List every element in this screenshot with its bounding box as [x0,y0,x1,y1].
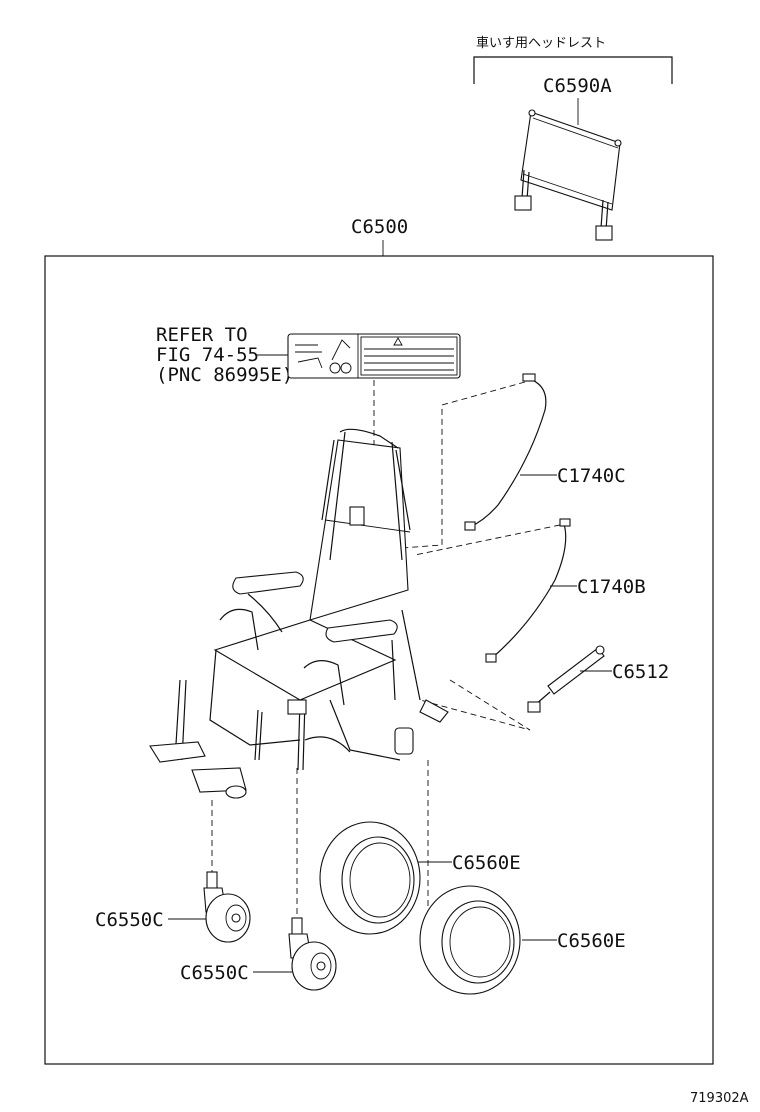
gas-spring-drawing [527,645,605,713]
cable-upper-drawing [469,377,547,528]
rear-wheel-2-drawing [419,885,521,995]
gas-spring-label[interactable]: C6512 [612,661,669,683]
reference-line-1: REFER TO [156,324,248,346]
headrest-drawing [514,109,622,241]
cable-lower-end-top [559,518,571,527]
wheelchair-frame-drawing [149,428,449,799]
rear-wheel-2-label[interactable]: C6560E [557,930,626,952]
cable-lower-end-bottom [485,653,497,663]
rear-wheel-1-label[interactable]: C6560E [452,852,521,874]
caster-2-label[interactable]: C6550C [180,962,249,984]
cable-lower-label[interactable]: C1740B [577,576,646,598]
figure-id: 719302A [690,1091,749,1106]
assembly-part-label[interactable]: C6500 [351,216,408,238]
cable-upper-end-bottom [464,521,476,531]
assembly-frame [44,255,714,1065]
cable-upper-label[interactable]: C1740C [557,465,626,487]
caster-1-label[interactable]: C6550C [95,909,164,931]
caster-2-drawing [288,917,337,991]
dashed-leaders [211,380,561,920]
reference-line-3: (PNC 86995E) [156,364,293,386]
cable-lower-drawing [491,523,567,659]
rear-wheel-1-drawing [319,821,421,935]
headrest-bracket [473,56,673,84]
headrest-caption: 車いす用ヘッドレスト [476,36,606,51]
cable-upper-end-top [522,373,536,382]
warning-label-icon [287,333,461,379]
caster-1-drawing [203,871,251,943]
headrest-part-label[interactable]: C6590A [543,75,612,97]
reference-line-2: FIG 74-55 [156,344,259,366]
